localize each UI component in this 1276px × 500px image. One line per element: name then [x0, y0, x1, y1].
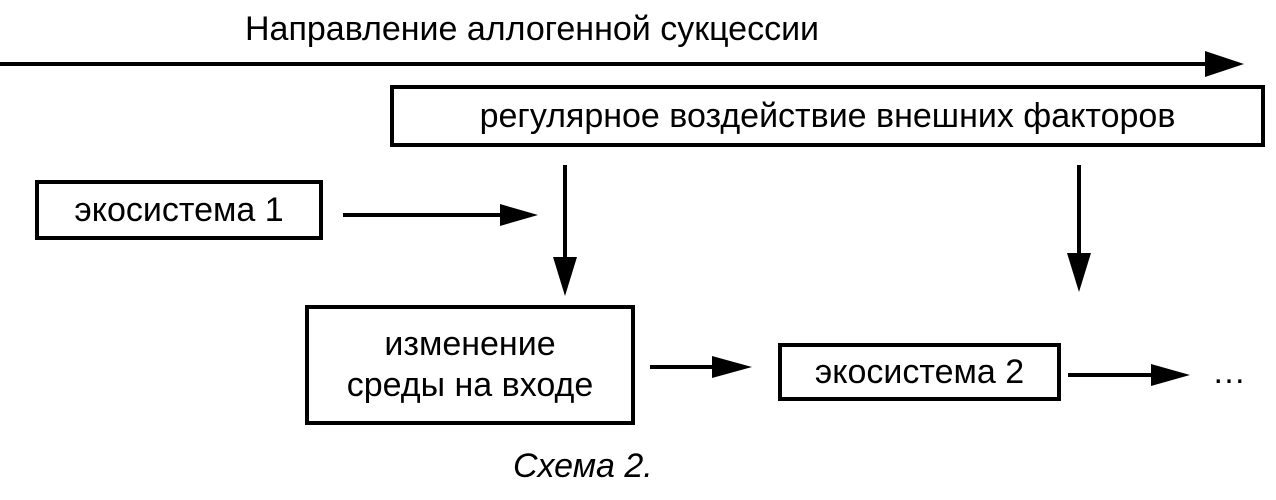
succession-direction-arrowhead — [1205, 51, 1244, 77]
arrow-factors-down-right-head — [1067, 253, 1091, 292]
arrow-factors-to-input-head — [553, 257, 577, 296]
arrow-eco1-right-head — [500, 204, 538, 226]
input-change-label-line2: среды на входе — [346, 366, 594, 404]
ecosystem-1-box: экосистема 1 — [35, 180, 323, 240]
ecosystem-1-label: экосистема 1 — [74, 190, 284, 229]
external-factors-label: регулярное воздействие внешних факторов — [479, 96, 1176, 135]
diagram-title: Направление аллогенной сукцессии — [245, 10, 820, 48]
arrow-input-to-eco2-head — [712, 356, 752, 378]
ecosystem-2-box: экосистема 2 — [778, 343, 1061, 401]
input-change-box: изменение среды на входе — [305, 305, 635, 425]
ecosystem-2-label: экосистема 2 — [814, 352, 1025, 391]
diagram-caption: Схема 2. — [513, 447, 653, 485]
arrow-eco2-to-continuation-head — [1151, 364, 1190, 386]
external-factors-box: регулярное воздействие внешних факторов — [390, 85, 1265, 147]
continuation-ellipsis: … — [1212, 353, 1246, 391]
input-change-label-line1: изменение — [384, 325, 556, 364]
